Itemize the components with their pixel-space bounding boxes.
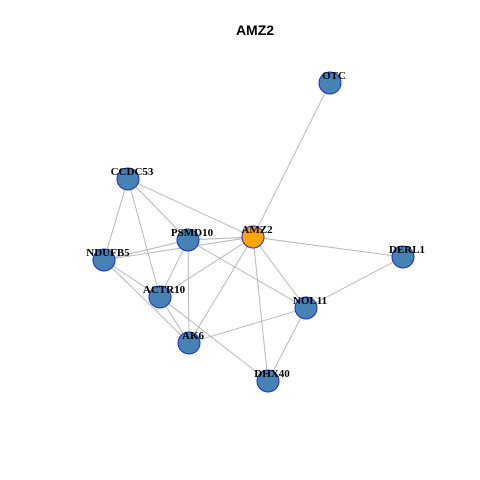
node-circle-otc[interactable] <box>318 71 342 95</box>
edge-nol11-derl1 <box>305 256 404 309</box>
edge-amz2-ccdc53 <box>127 178 254 238</box>
node-circle-ndufb5[interactable] <box>92 248 116 272</box>
node-nol11[interactable]: NOL11 <box>293 295 327 320</box>
node-label-ccdc53: CCDC53 <box>111 166 154 178</box>
edge-amz2-otc <box>252 82 331 238</box>
edge-amz2-derl1 <box>252 236 404 258</box>
edge-amz2-ndufb5 <box>103 236 254 261</box>
node-derl1[interactable]: DERL1 <box>389 244 425 269</box>
edge-psmd10-ak6 <box>187 239 190 344</box>
edge-nol11-dhx40 <box>267 307 307 382</box>
node-actr10[interactable]: ACTR10 <box>143 284 186 309</box>
node-circle-amz2[interactable] <box>241 225 265 249</box>
node-label-derl1: DERL1 <box>389 244 425 256</box>
edge-psmd10-nol11 <box>187 239 307 309</box>
node-circle-nol11[interactable] <box>294 296 318 320</box>
node-ak6[interactable]: AK6 <box>177 330 205 355</box>
node-otc[interactable]: OTC <box>318 70 346 95</box>
edge-actr10-dhx40 <box>159 296 269 382</box>
edge-nol11-ak6 <box>188 307 307 344</box>
node-label-psmd10: PSMD10 <box>171 227 214 239</box>
node-dhx40[interactable]: DHX40 <box>254 368 290 393</box>
node-circle-derl1[interactable] <box>391 245 415 269</box>
node-label-otc: OTC <box>322 70 346 82</box>
node-circle-ak6[interactable] <box>177 331 201 355</box>
node-label-ndufb5: NDUFB5 <box>86 247 130 259</box>
node-psmd10[interactable]: PSMD10 <box>171 227 214 252</box>
edge-ndufb5-ak6 <box>103 259 190 344</box>
node-ndufb5[interactable]: NDUFB5 <box>86 247 130 272</box>
edge-ccdc53-ndufb5 <box>103 178 129 261</box>
node-label-amz2: AMZ2 <box>241 224 273 236</box>
graph-title: AMZ2 <box>236 22 274 38</box>
node-circle-dhx40[interactable] <box>256 369 280 393</box>
edge-amz2-ak6 <box>188 236 254 344</box>
node-circle-actr10[interactable] <box>148 285 172 309</box>
node-label-dhx40: DHX40 <box>254 368 290 380</box>
node-amz2[interactable]: AMZ2 <box>241 224 273 249</box>
edge-amz2-nol11 <box>252 236 307 309</box>
node-circle-ccdc53[interactable] <box>116 167 140 191</box>
node-ccdc53[interactable]: CCDC53 <box>111 166 154 191</box>
node-label-actr10: ACTR10 <box>143 284 186 296</box>
node-label-nol11: NOL11 <box>293 295 327 307</box>
edge-ccdc53-actr10 <box>127 178 161 298</box>
node-label-ak6: AK6 <box>182 330 205 342</box>
edge-amz2-actr10 <box>159 236 254 298</box>
edge-psmd10-ndufb5 <box>103 239 189 261</box>
edge-ccdc53-psmd10 <box>127 178 189 241</box>
edge-amz2-dhx40 <box>252 236 269 382</box>
node-circle-psmd10[interactable] <box>176 228 200 252</box>
